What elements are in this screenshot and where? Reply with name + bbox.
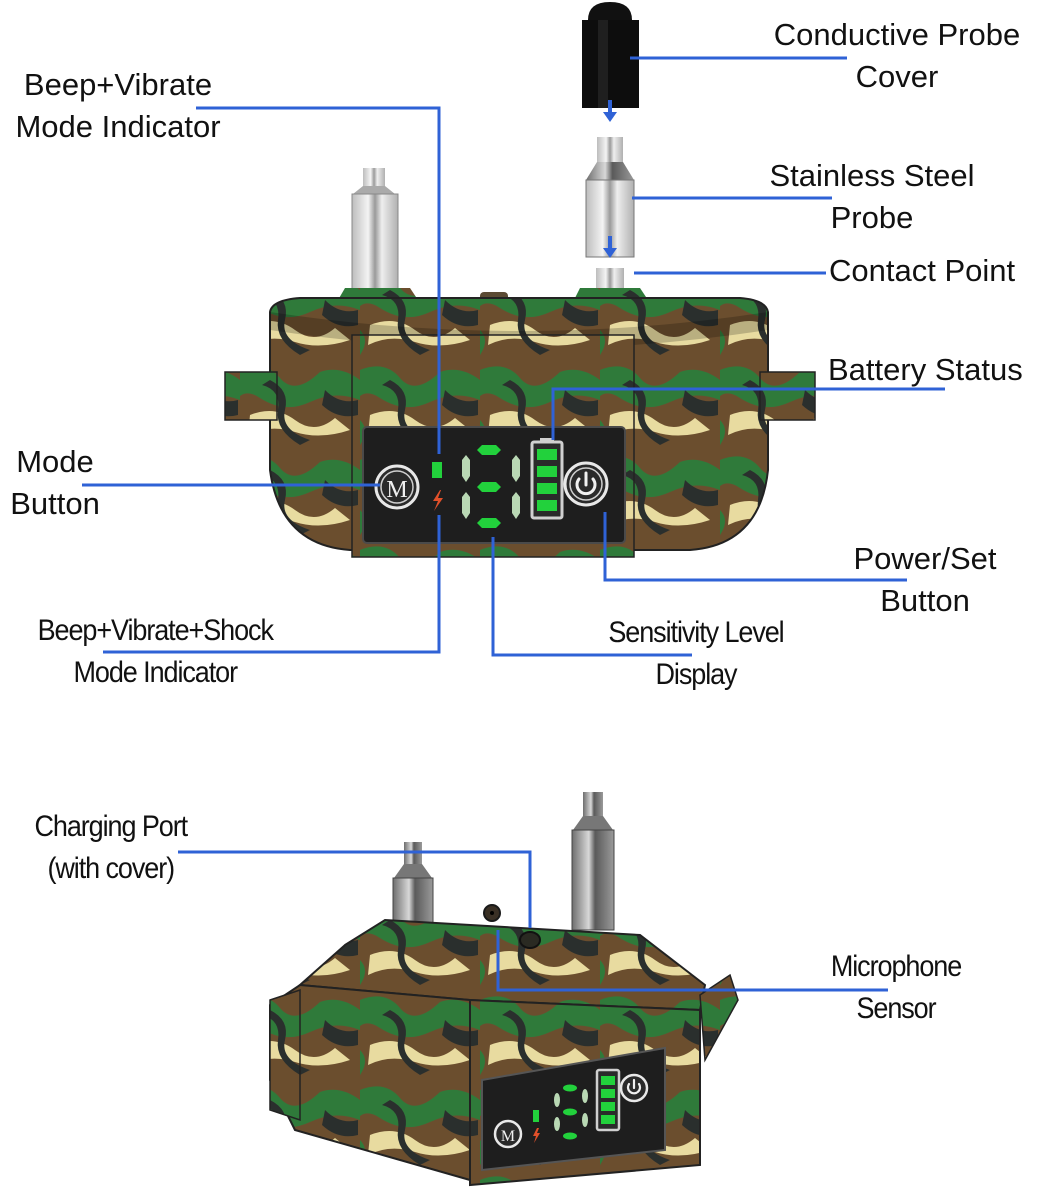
label-charging-port: Charging Port (with cover)	[5, 806, 217, 890]
label-power-set-button: Power/Set Button	[835, 538, 1015, 622]
label-line: Mode Indicator	[15, 109, 221, 144]
label-line: Conductive Probe	[773, 17, 1021, 52]
segment-lower-right	[512, 492, 520, 519]
label-line: Mode	[16, 444, 94, 479]
angled-mode-button[interactable]: M	[493, 1119, 523, 1149]
angled-battery-icon	[595, 1068, 621, 1132]
mode-button[interactable]: M	[374, 464, 420, 510]
label-line: Contact Point	[829, 253, 1016, 288]
battery-bar	[537, 466, 557, 477]
label-line: (with cover)	[47, 852, 175, 885]
label-line: Sensor	[856, 992, 936, 1025]
label-line: Microphone	[830, 950, 962, 983]
angled-mode-glyph: M	[501, 1128, 515, 1145]
front-collar-device: M	[224, 168, 816, 558]
label-line: Battery Status	[828, 352, 1023, 387]
leader-lines-front	[82, 56, 945, 657]
label-stainless-steel-probe: Stainless Steel Probe	[752, 155, 992, 239]
leader-charging-port	[178, 850, 532, 928]
sensitivity-level-display	[462, 445, 520, 528]
label-line: Charging Port	[34, 810, 188, 843]
label-line: Sensitivity Level	[608, 616, 784, 649]
angled-beep-led	[533, 1110, 539, 1122]
label-line: Beep+Vibrate+Shock	[37, 614, 274, 647]
arrow-down-icon	[603, 236, 617, 258]
battery-bar	[537, 500, 557, 511]
leader-power-button	[603, 512, 907, 582]
label-beep-vibrate-shock-indicator: Beep+Vibrate+Shock Mode Indicator	[0, 610, 311, 694]
segment-bottom	[477, 518, 501, 528]
label-line: Beep+Vibrate	[23, 67, 213, 102]
label-sensitivity-display: Sensitivity Level Display	[570, 612, 822, 696]
leader-sensitivity	[491, 537, 692, 657]
leader-shock-mode	[103, 515, 441, 654]
angled-power-button[interactable]	[619, 1073, 649, 1103]
segment-upper-right	[512, 455, 520, 482]
segment-middle	[477, 482, 501, 492]
segment-lower-left	[462, 492, 470, 519]
charging-port-cover	[519, 931, 541, 949]
segment-upper-left	[462, 455, 470, 482]
label-line: Button	[880, 583, 970, 618]
segment-top	[477, 445, 501, 455]
label-line: Mode Indicator	[73, 656, 239, 689]
angled-sensitivity-display	[554, 1084, 588, 1140]
label-battery-status: Battery Status	[828, 349, 1023, 391]
angled-lightning-icon	[533, 1128, 540, 1143]
angled-collar-device: M	[269, 792, 739, 1187]
conductive-probe-cover	[582, 2, 639, 108]
label-mode-button: Mode Button	[0, 441, 110, 525]
label-microphone-sensor: Microphone Sensor	[806, 946, 986, 1030]
label-contact-point: Contact Point	[829, 250, 1015, 292]
leader-beep-vibrate	[196, 106, 441, 454]
battery-bar	[537, 449, 557, 460]
label-line: Probe	[830, 200, 914, 235]
mode-button-glyph: M	[386, 477, 407, 503]
leader-microphone	[496, 930, 888, 992]
leader-lines-angled	[178, 850, 888, 992]
lightning-icon	[433, 490, 443, 511]
power-icon	[575, 471, 597, 496]
label-line: Button	[10, 486, 100, 521]
beep-vibrate-led	[432, 462, 442, 478]
left-probe	[351, 168, 399, 291]
power-set-button[interactable]	[563, 461, 609, 507]
label-beep-vibrate-indicator: Beep+Vibrate Mode Indicator	[0, 64, 236, 148]
label-line: Power/Set	[853, 541, 997, 576]
label-line: Cover	[855, 59, 939, 94]
battery-bar	[537, 483, 557, 494]
battery-status-icon	[530, 438, 564, 520]
label-conductive-probe-cover: Conductive Probe Cover	[752, 14, 1042, 98]
leader-battery	[551, 387, 945, 440]
label-line: Display	[655, 658, 738, 691]
arrow-down-icon	[603, 100, 617, 122]
label-line: Stainless Steel	[769, 158, 975, 193]
